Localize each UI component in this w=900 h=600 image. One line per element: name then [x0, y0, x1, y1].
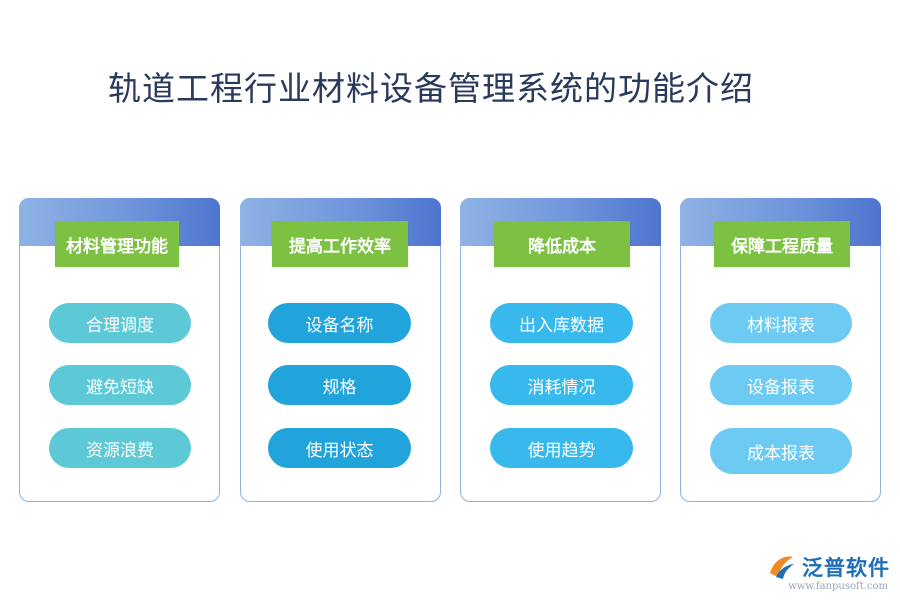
brand-logo: 泛普软件: [766, 552, 890, 582]
feature-card-2: 提高工作效率 设备名称 规格 使用状态: [240, 198, 441, 502]
feature-item: 使用状态: [268, 428, 411, 468]
page-title: 轨道工程行业材料设备管理系统的功能介绍: [108, 69, 754, 108]
feature-card-3: 降低成本 出入库数据 消耗情况 使用趋势: [460, 198, 661, 502]
feature-item: 材料报表: [710, 303, 852, 343]
feature-item: 设备名称: [268, 303, 411, 343]
feature-item: 避免短缺: [49, 365, 191, 405]
feature-item: 使用趋势: [490, 428, 633, 468]
feature-card-1: 材料管理功能 合理调度 避免短缺 资源浪费: [19, 198, 220, 502]
card-header: 提高工作效率: [272, 221, 408, 267]
fanpu-logo-icon: [770, 556, 794, 579]
card-header: 材料管理功能: [55, 221, 179, 267]
feature-item: 规格: [268, 365, 411, 405]
card-header: 保障工程质量: [714, 221, 850, 267]
brand-name: 泛普软件: [802, 556, 890, 580]
feature-item: 资源浪费: [49, 428, 191, 468]
feature-item: 消耗情况: [490, 365, 633, 405]
card-header: 降低成本: [494, 221, 630, 267]
feature-item: 合理调度: [49, 303, 191, 343]
feature-item: 设备报表: [710, 365, 852, 405]
feature-card-4: 保障工程质量 材料报表 设备报表 成本报表: [680, 198, 881, 502]
feature-item: 出入库数据: [490, 303, 633, 343]
feature-item: 成本报表: [710, 428, 852, 474]
brand-url: www.fanpusoft.com: [788, 581, 888, 592]
